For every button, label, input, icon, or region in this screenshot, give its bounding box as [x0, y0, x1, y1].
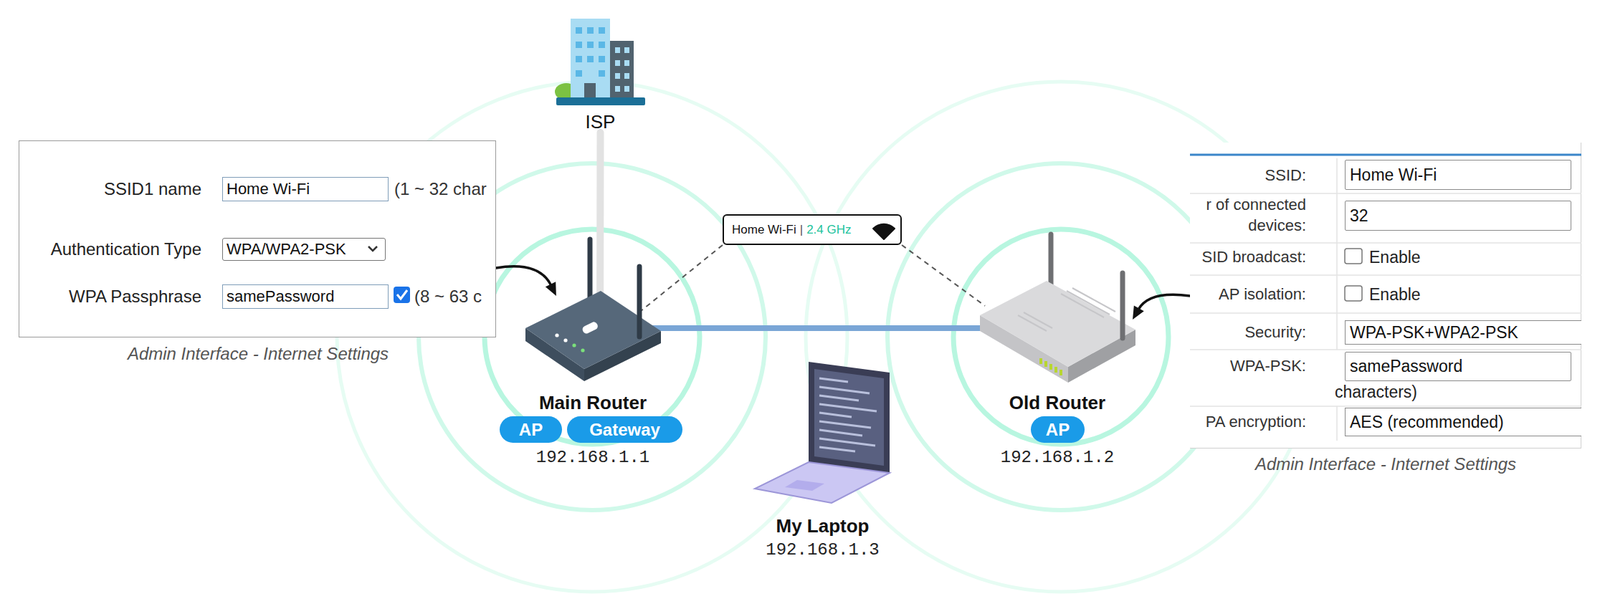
ip-address: 192.168.1.3: [745, 539, 900, 562]
checkbox-checked: [393, 286, 411, 304]
router-node: Old Router 192.168.1.2 AP: [960, 236, 1155, 470]
field-value: WPA/WPA2-PSK: [222, 237, 386, 261]
uplink-cable: [596, 132, 604, 297]
badge-text: AP: [1030, 416, 1085, 444]
router-led: [572, 343, 576, 347]
field-label: Security:: [1189, 321, 1307, 344]
band-label: 2.4 GHz: [806, 222, 851, 238]
checkbox-label: Enable: [1369, 246, 1456, 269]
badge-text: Gateway: [567, 416, 683, 444]
panel-caption: Admin Interface - Internet Settings: [1189, 453, 1582, 476]
checkbox: [1344, 248, 1363, 264]
laptop-screen: [814, 369, 884, 466]
router-led: [563, 338, 568, 342]
role-badge: Gateway: [567, 416, 683, 444]
router-node: Main Router 192.168.1.1 APGateway: [497, 236, 689, 470]
field-label: PA encryption:: [1189, 411, 1307, 433]
laptop-base: [754, 462, 890, 504]
laptop-touchpad: [784, 480, 825, 492]
settings-arrow: [1132, 294, 1190, 320]
node-label: Main Router: [497, 391, 689, 415]
building-tower: [570, 18, 611, 99]
select-chevron: [368, 246, 378, 251]
antenna: [637, 266, 643, 337]
field-value: 32: [1344, 200, 1572, 231]
badge-text: AP: [499, 416, 563, 444]
laptop-screen-frame: [808, 362, 890, 474]
node-label: ISP: [551, 110, 649, 134]
isp-node: ISP: [551, 14, 649, 133]
field-hint: characters): [1334, 381, 1450, 403]
network-name: Home Wi-Fi: [731, 222, 797, 238]
uplink-cable: [600, 132, 601, 297]
wifi-leader: [640, 245, 723, 312]
wifi-leader: [901, 245, 985, 307]
arrow-head: [545, 281, 557, 297]
field-label: AP isolation:: [1189, 283, 1307, 306]
laptop-screen-text: [819, 378, 877, 452]
admin-panel: SSID: Home Wi-Fi r of connected devices: 32…: [1189, 142, 1582, 449]
laptop-node: My Laptop192.168.1.3: [745, 358, 900, 563]
wifi-network-box: Home Wi-Fi|2.4 GHz: [722, 214, 902, 246]
settings-arrow: [1138, 294, 1190, 310]
wifi-leader: [640, 245, 723, 312]
arrow-head: [1132, 305, 1145, 320]
field-label: Authentication Type: [19, 238, 202, 261]
checkbox-label: Enable: [1369, 283, 1456, 306]
checkbox: [1344, 286, 1363, 302]
wifi-icon: [873, 224, 895, 240]
building-windows: [615, 47, 630, 92]
field-label: SID broadcast:: [1189, 246, 1307, 269]
node-label: Old Router: [960, 391, 1155, 415]
admin-panel: SSID1 name Home Wi-Fi(1 ~ 32 charAuthenti…: [18, 140, 497, 338]
coverage-ring: [953, 229, 1169, 445]
field-value: WPA-PSK+WPA2-PSK: [1344, 320, 1582, 345]
settings-arrow: [496, 266, 552, 287]
field-value: samePassword: [1344, 351, 1572, 382]
coverage-ring: [887, 163, 1235, 511]
field-value: AES (recommended): [1344, 407, 1582, 437]
settings-arrow: [496, 266, 557, 297]
router-led: [580, 348, 585, 352]
panel-caption: Admin Interface - Internet Settings: [19, 343, 497, 365]
building-base: [556, 97, 646, 106]
router-top: [979, 281, 1136, 368]
field-value: samePassword: [222, 284, 389, 309]
field-label: SSID1 name: [19, 178, 202, 200]
field-value: Home Wi-Fi: [222, 177, 389, 202]
building-windows: [575, 27, 606, 77]
node-label: My Laptop: [731, 514, 914, 538]
antenna: [1120, 273, 1126, 339]
role-badge: AP: [1030, 416, 1085, 444]
field-label: r of connected devices:: [1189, 194, 1307, 236]
router-vents: [1017, 288, 1116, 332]
wifi-leader: [901, 245, 985, 307]
building-wing: [610, 40, 634, 99]
field-label: SSID:: [1189, 164, 1307, 187]
router-led: [554, 333, 559, 337]
separator: |: [800, 222, 803, 238]
field-hint: (1 ~ 32 char: [394, 178, 495, 200]
coverage-ring: [484, 229, 700, 445]
ip-address: 192.168.1.1: [497, 447, 689, 469]
ethernet-cable: [640, 325, 980, 332]
ip-address: 192.168.1.2: [960, 447, 1155, 469]
panel-header-rule: [1189, 154, 1582, 157]
role-badge: AP: [499, 416, 563, 444]
ethernet-cable: [640, 328, 980, 330]
field-label: WPA Passphrase: [19, 286, 202, 308]
router-leds: [1040, 358, 1061, 376]
router-logo: [581, 321, 600, 336]
field-hint: (8 ~ 63 c: [414, 286, 495, 308]
field-label: WPA-PSK:: [1189, 355, 1307, 378]
building-door: [584, 83, 596, 99]
field-value: Home Wi-Fi: [1344, 159, 1572, 190]
checkbox-tick: [397, 290, 408, 299]
table-grid: [1189, 158, 1582, 441]
